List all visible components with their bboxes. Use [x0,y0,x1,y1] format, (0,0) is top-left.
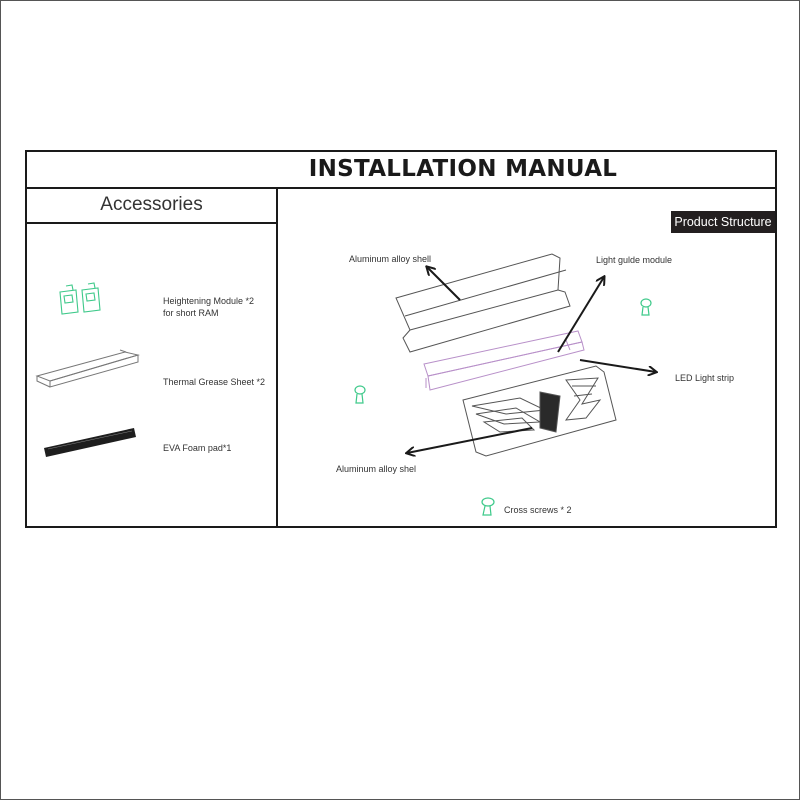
led-strip-arrow [579,359,656,372]
bottom-shell-icon [462,365,617,457]
top-shell-label: Aluminum alloy shell [349,254,432,264]
light-guide-arrow [557,277,604,353]
bottom-shell-label: Aluminum alloy shel [336,464,417,474]
eva-foam-pad-icon [44,428,136,457]
product-structure-tab: Product Structure [671,211,775,233]
screw-icon [354,298,652,516]
callout-arrows [407,267,656,453]
product-structure-panel: Product Structure [278,189,775,526]
top-shell-icon [395,253,571,353]
top-shell-arrow [427,267,461,301]
accessories-header: Accessories [27,189,276,224]
light-guide-label: Light gulde module [596,255,673,265]
light-guide-module-icon [423,330,585,391]
heightening-module-icon [59,282,101,315]
accessories-panel: Accessories [27,189,278,526]
accessories-title: Accessories [100,194,203,215]
manual-title: INSTALLATION MANUAL [308,156,618,182]
installation-manual-panel: INSTALLATION MANUAL Accessories Product … [25,150,777,528]
title-row: INSTALLATION MANUAL [27,152,775,189]
thermal-grease-label: Thermal Grease Sheet *2 [163,377,266,387]
thermal-grease-sheet-icon [35,349,140,388]
screws-label: Cross screws * 2 [504,505,572,515]
led-strip-label: LED Light strip [675,373,735,383]
heightening-module-note: for short RAM [163,308,219,318]
bottom-shell-arrow [407,427,533,453]
heightening-module-label: Heightening Module *2 [163,296,255,306]
eva-foam-label: EVA Foam pad*1 [163,443,232,453]
